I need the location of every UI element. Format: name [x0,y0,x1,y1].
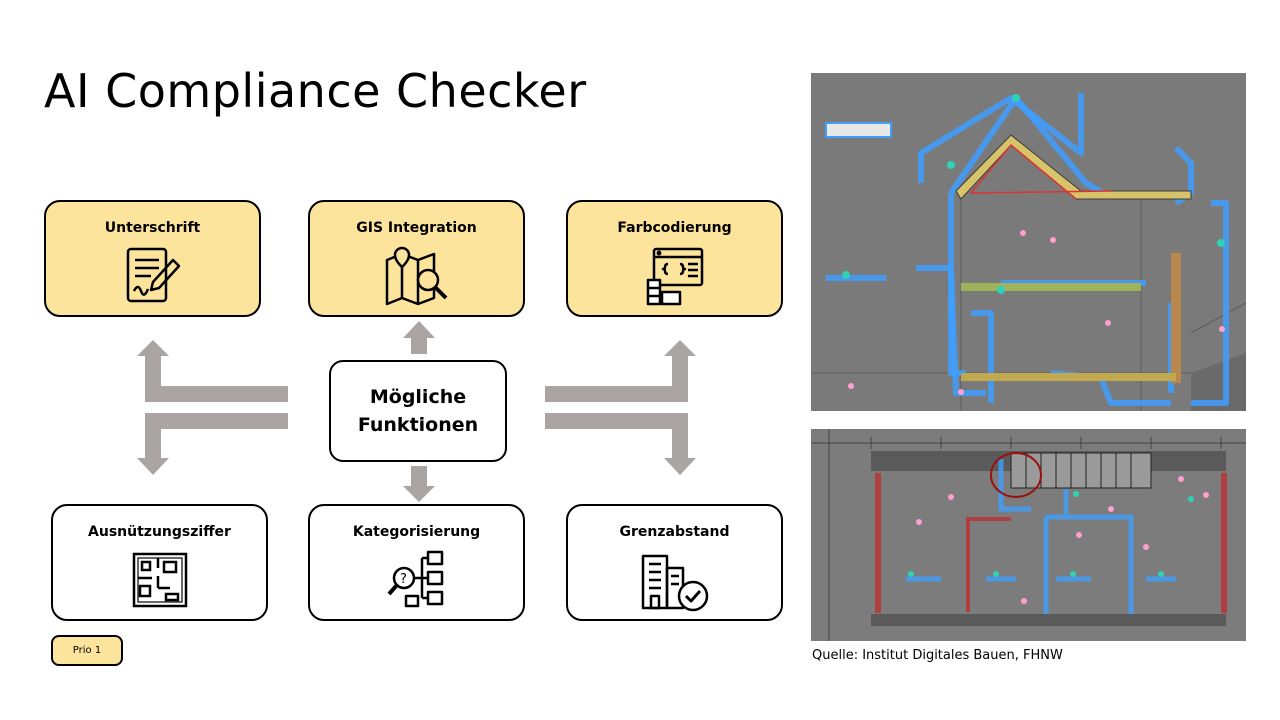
color-palette-icon [646,247,703,306]
function-label: Unterschrift [104,220,201,236]
connector-arrows [137,321,696,502]
signature-document-icon [126,247,180,303]
svg-text:?: ? [400,572,407,587]
image-source-caption: Quelle: Institut Digitales Bauen, FHNW [812,648,1063,663]
slide-title: AI Compliance Checker [44,64,587,118]
map-search-icon [385,246,447,306]
cad-section-image [811,73,1246,411]
function-unterschrift: Unterschrift [44,200,261,317]
function-label: Kategorisierung [352,524,481,540]
cad-floorplan-image [811,429,1246,641]
center-node: Mögliche Funktionen [329,360,507,462]
arrow-to-gis [403,321,435,354]
center-line2: Funktionen [357,414,479,436]
function-gis-integration: GIS Integration [308,200,525,317]
function-grenzabstand: Grenzabstand [566,504,783,621]
arrow-to-grenzabstand [545,413,696,475]
cad-section-drawing [811,73,1246,411]
arrow-to-kategorisierung [403,466,435,502]
legend-prio-1: Prio 1 [51,635,123,666]
function-label: Grenzabstand [619,524,730,540]
function-label: Ausnützungsziffer [88,524,231,540]
arrow-to-ausnuetzung [137,413,288,475]
search-hierarchy-icon: ? [387,550,443,608]
function-kategorisierung: Kategorisierung ? [308,504,525,621]
function-label: Farbcodierung [617,220,732,236]
function-label: GIS Integration [356,220,477,236]
function-ausnuetzungsziffer: Ausnützungsziffer [51,504,268,621]
floor-plan-icon [132,552,187,608]
building-check-icon [641,554,708,612]
center-line1: Mögliche [369,385,467,408]
cad-floorplan-drawing [811,429,1246,641]
arrow-to-farbcodierung [545,340,696,402]
arrow-to-unterschrift [137,340,288,402]
function-farbcodierung: Farbcodierung [566,200,783,317]
